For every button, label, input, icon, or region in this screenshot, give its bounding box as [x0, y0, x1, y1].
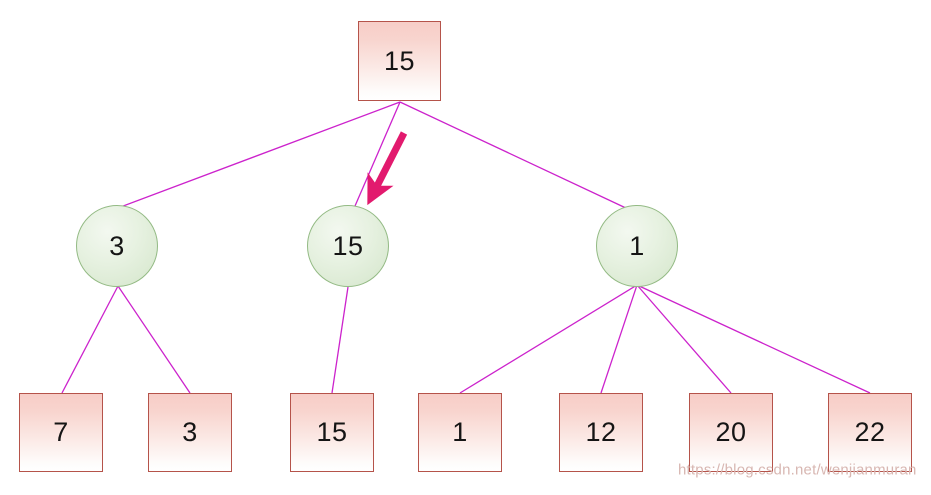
node-label: 15: [383, 45, 416, 76]
tree-node-root[interactable]: 15: [358, 21, 441, 101]
tree-node-l1[interactable]: 7: [19, 393, 103, 472]
tree-edges: [61, 101, 871, 394]
tree-edge: [459, 284, 638, 394]
tree-node-l3[interactable]: 15: [290, 393, 374, 472]
node-label: 3: [182, 417, 198, 447]
node-label: 1: [629, 230, 645, 261]
tree-node-l7[interactable]: 22: [828, 393, 912, 472]
tree-edge: [117, 285, 191, 394]
node-label: 22: [854, 417, 886, 447]
node-label: 12: [585, 417, 617, 447]
node-label: 3: [109, 230, 125, 261]
node-label: 15: [316, 417, 348, 447]
tree-node-l6[interactable]: 20: [689, 393, 773, 472]
tree-node-c1[interactable]: 3: [76, 205, 158, 287]
tree-node-l5[interactable]: 12: [559, 393, 643, 472]
tree-node-l4[interactable]: 1: [418, 393, 502, 472]
tree-edge: [600, 284, 638, 394]
annotation-arrow-group: [367, 131, 408, 206]
node-label: 7: [53, 417, 69, 447]
tree-edge: [331, 286, 349, 394]
node-label: 1: [452, 417, 468, 447]
tree-node-c3[interactable]: 1: [596, 205, 678, 287]
tree-node-l2[interactable]: 3: [148, 393, 232, 472]
tree-edge: [354, 101, 401, 207]
node-label: 15: [332, 230, 364, 261]
tree-edge: [636, 284, 732, 394]
highlight-arrow: [367, 131, 408, 206]
tree-edge: [636, 284, 871, 394]
tree-edge: [61, 285, 119, 394]
tree-node-c2[interactable]: 15: [307, 205, 389, 287]
node-label: 20: [715, 417, 747, 447]
tree-edge: [117, 101, 401, 209]
tree-edge: [399, 101, 629, 210]
